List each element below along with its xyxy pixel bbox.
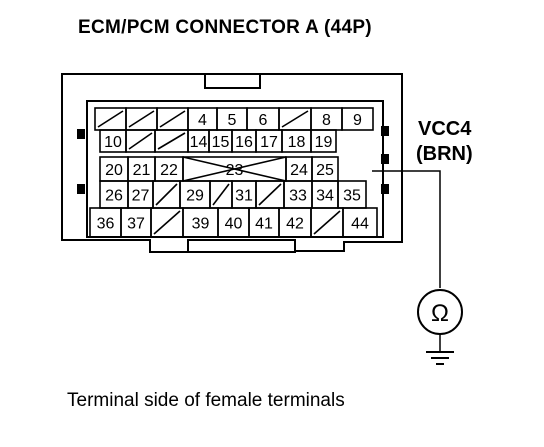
unused-terminal-slash (313, 210, 341, 235)
unused-terminal-slash (97, 110, 124, 128)
terminal-number: 16 (235, 134, 253, 151)
terminal-number: 27 (132, 188, 150, 205)
terminal-number: 5 (228, 112, 237, 129)
terminal-number: 21 (133, 162, 151, 179)
terminal-number: 14 (190, 134, 208, 151)
connector-bottom-key (187, 240, 296, 253)
wire-color-label: (BRN) (416, 143, 473, 165)
terminal-number: 9 (353, 112, 362, 129)
terminal-number: 4 (198, 112, 207, 129)
terminal-number: 39 (192, 216, 210, 233)
terminal-number: 6 (259, 112, 268, 129)
terminal-number: 33 (289, 188, 307, 205)
latch-right-bottom (381, 184, 389, 194)
terminal-number: 17 (260, 134, 278, 151)
unused-terminal-slash (212, 183, 230, 206)
unused-terminal-slash (153, 210, 181, 235)
terminal-number: 8 (322, 112, 331, 129)
terminal-number: 19 (315, 134, 333, 151)
terminal-number: 23 (226, 162, 244, 179)
unused-terminal-slash (155, 183, 178, 206)
latch-right-mid (381, 154, 389, 164)
terminal-number: 42 (286, 216, 304, 233)
connector-lock-tab (204, 73, 261, 89)
terminal-cell (342, 207, 378, 238)
terminal-number: 41 (255, 216, 273, 233)
terminal-number: 22 (160, 162, 178, 179)
terminal-number: 10 (104, 134, 122, 151)
terminal-number: 31 (235, 188, 253, 205)
unused-terminal-slash (157, 132, 186, 150)
probe-wire (372, 170, 441, 288)
signal-name-label: VCC4 (418, 118, 472, 140)
terminal-number: 25 (316, 162, 334, 179)
unused-terminal-slash (159, 110, 186, 128)
latch-right-top (381, 126, 389, 136)
terminal-number: 15 (212, 134, 230, 151)
terminal-number: 37 (127, 216, 145, 233)
terminal-number: 29 (186, 188, 204, 205)
unused-terminal-slash (281, 110, 309, 128)
unused-terminal-slash (258, 183, 282, 206)
terminal-number: 35 (343, 188, 361, 205)
unused-terminal-slash (128, 132, 153, 150)
unused-terminal-slash (128, 110, 155, 128)
terminal-number: 26 (105, 188, 123, 205)
terminal-number: 18 (288, 134, 306, 151)
center-cross-line (182, 156, 287, 182)
latch-left-top (77, 129, 85, 139)
terminal-number: 36 (97, 216, 115, 233)
latch-left-bottom (77, 184, 85, 194)
ohm-symbol: Ω (431, 300, 449, 327)
terminal-number: 20 (105, 162, 123, 179)
view-caption: Terminal side of female terminals (67, 390, 345, 411)
terminal-number: 34 (316, 188, 334, 205)
terminal-cell (341, 107, 374, 131)
terminal-number: 40 (225, 216, 243, 233)
terminal-number: 24 (290, 162, 308, 179)
terminal-number: 44 (351, 216, 369, 233)
terminal-cell (310, 129, 337, 153)
page-title: ECM/PCM CONNECTOR A (44P) (78, 17, 372, 38)
